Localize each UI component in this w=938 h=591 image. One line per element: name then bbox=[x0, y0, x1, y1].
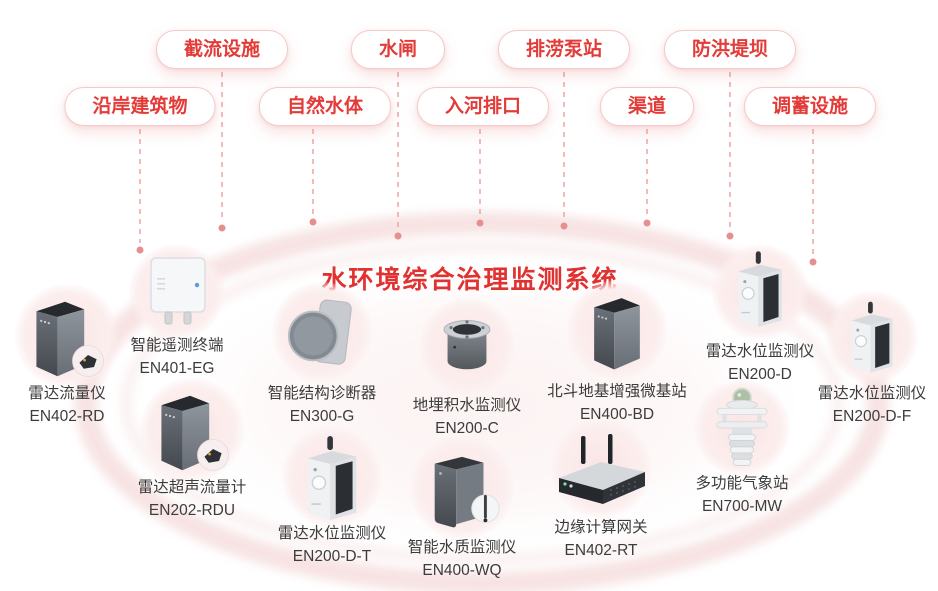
device-name: 地埋积水监测仪 bbox=[412, 397, 522, 414]
device-model: EN200-C bbox=[435, 420, 499, 437]
device-structure-diagnostic: 智能结构诊断器 EN300-G bbox=[232, 282, 412, 428]
device-name: 智能结构诊断器 bbox=[267, 385, 377, 402]
device-model: EN200-D-T bbox=[292, 548, 372, 565]
device-radar-water-level-monitor-d: 雷达水位监测仪 EN200-D bbox=[670, 244, 850, 386]
device-water-quality-monitor: 智能水质监测仪 EN400-WQ bbox=[372, 436, 552, 582]
device-name: 雷达水位监测仪 bbox=[705, 343, 815, 360]
device-name: 雷达水位监测仪 bbox=[277, 525, 387, 542]
buried-water-monitor-icon bbox=[443, 319, 491, 370]
device-model: EN402-RT bbox=[564, 542, 638, 559]
connector-interception-facility bbox=[218, 72, 226, 232]
radar-ultrasonic-flowmeter-icon bbox=[161, 395, 229, 471]
connector-channel bbox=[643, 129, 651, 227]
connector-drainage-pump-station bbox=[560, 72, 568, 230]
connector-sluice-gate bbox=[394, 72, 402, 240]
edge-computing-gateway-icon bbox=[559, 434, 645, 504]
connector-riverside-buildings bbox=[136, 129, 144, 254]
telemetry-terminal-icon bbox=[150, 257, 206, 325]
connector-natural-water-body bbox=[309, 129, 317, 226]
device-beidou-base-station: 北斗地基增强微基站 EN400-BD bbox=[527, 280, 707, 426]
radar-flow-meter-icon bbox=[36, 301, 104, 377]
device-model: EN401-EG bbox=[139, 360, 215, 377]
device-model: EN402-RD bbox=[29, 408, 105, 425]
device-name: 智能水质监测仪 bbox=[407, 539, 517, 556]
device-name: 北斗地基增强微基站 bbox=[547, 383, 687, 400]
device-buried-water-monitor: 地埋积水监测仪 EN200-C bbox=[377, 298, 557, 440]
device-model: EN200-D-F bbox=[832, 408, 912, 425]
facility-tag-riverside-buildings: 沿岸建筑物 bbox=[64, 87, 216, 126]
facility-tag-flood-control-dike: 防洪堤坝 bbox=[663, 30, 797, 69]
device-model: EN400-BD bbox=[579, 406, 655, 423]
structure-diagnostic-icon bbox=[287, 298, 353, 366]
device-radar-flow-meter: 雷达流量仪 EN402-RD bbox=[0, 284, 157, 428]
radar-water-level-monitor-icon bbox=[850, 301, 894, 374]
device-name: 边缘计算网关 bbox=[554, 519, 648, 536]
device-model: EN202-RDU bbox=[148, 502, 236, 519]
radar-water-level-monitor-icon bbox=[306, 436, 358, 521]
facility-tag-interception-facility: 截流设施 bbox=[155, 30, 289, 69]
device-name: 多功能气象站 bbox=[695, 475, 789, 492]
radar-water-level-monitor-icon bbox=[737, 251, 783, 328]
device-model: EN200-D bbox=[728, 366, 792, 383]
facility-tag-storage-facility: 调蓄设施 bbox=[743, 87, 877, 126]
device-name: 雷达超声流量计 bbox=[137, 479, 247, 496]
device-model: EN400-WQ bbox=[422, 562, 502, 579]
facility-tag-drainage-pump-station: 排涝泵站 bbox=[497, 30, 631, 69]
facility-tag-channel: 渠道 bbox=[599, 87, 695, 126]
facility-tag-natural-water-body: 自然水体 bbox=[258, 87, 392, 126]
device-name: 雷达水位监测仪 bbox=[817, 385, 927, 402]
connector-river-outfall bbox=[476, 129, 484, 227]
device-model: EN300-G bbox=[289, 408, 355, 425]
water-quality-monitor-icon bbox=[434, 456, 500, 528]
device-edge-gateway: 边缘计算网关 EN402-RT bbox=[511, 418, 691, 562]
facility-tag-river-outfall: 入河排口 bbox=[416, 87, 550, 126]
connector-storage-facility bbox=[809, 129, 817, 266]
device-name: 智能遥测终端 bbox=[130, 337, 224, 354]
facility-tag-sluice-gate: 水闸 bbox=[350, 30, 446, 69]
weather-station-icon bbox=[716, 387, 768, 467]
device-radar-water-level-monitor-t: 雷达水位监测仪 EN200-D-T bbox=[242, 427, 422, 568]
device-model: EN700-MW bbox=[701, 498, 783, 515]
device-name: 雷达流量仪 bbox=[28, 385, 106, 402]
device-radar-water-level-monitor-f: 雷达水位监测仪 EN200-D-F bbox=[782, 291, 938, 428]
connector-flood-control-dike bbox=[726, 72, 734, 240]
device-telemetry-terminal: 智能遥测终端 EN401-EG bbox=[87, 244, 267, 380]
device-radar-ultrasonic-flowmeter: 雷达超声流量计 EN202-RDU bbox=[102, 378, 282, 522]
device-weather-station: 多功能气象站 EN700-MW bbox=[652, 380, 832, 518]
beidou-base-station-icon bbox=[594, 298, 640, 370]
diagram-title: 水环境综合治理监测系统 bbox=[321, 266, 619, 294]
